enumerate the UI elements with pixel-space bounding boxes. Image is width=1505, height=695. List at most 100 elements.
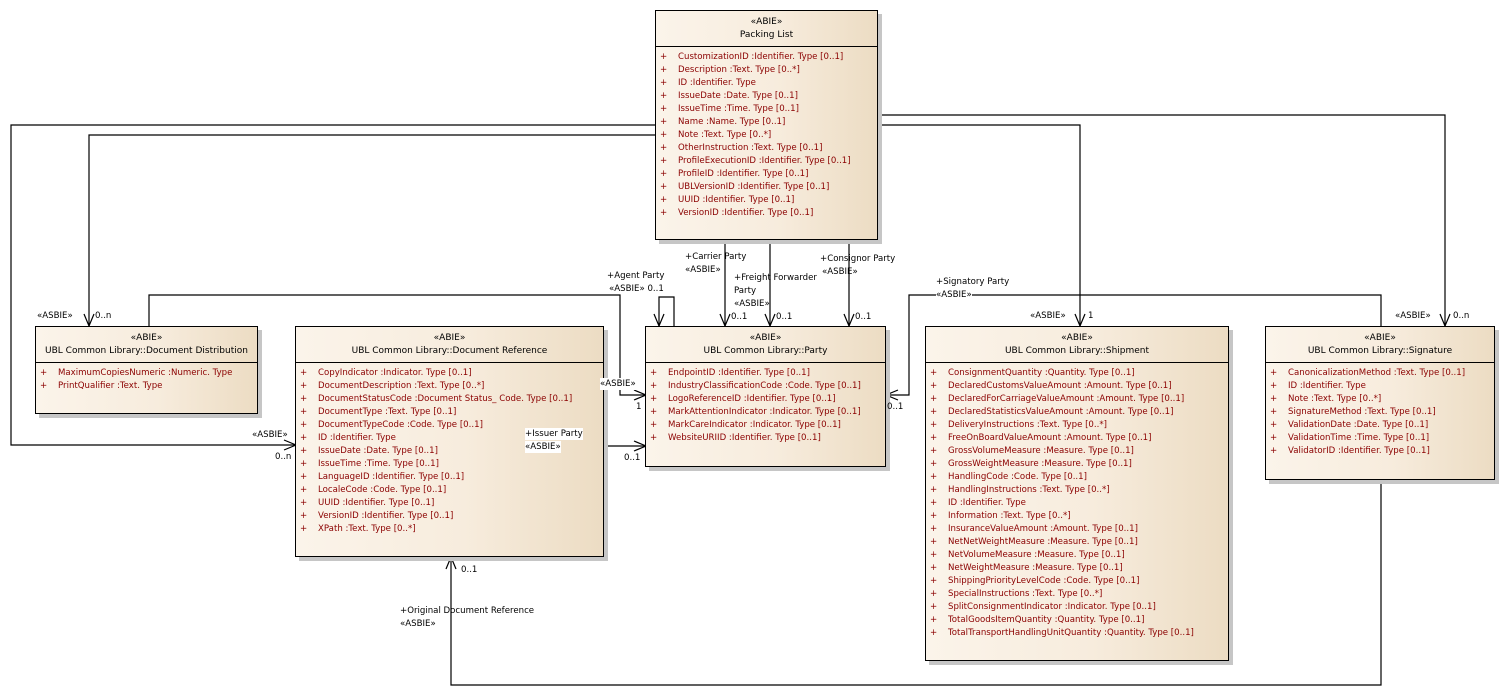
visibility-public: + [930,602,938,612]
attribute-row[interactable]: +LogoReferenceID :Identifier. Type [0..1… [650,393,885,406]
attribute-row[interactable]: +CanonicalizationMethod :Text. Type [0..… [1270,367,1494,380]
attribute-row[interactable]: +UUID :Identifier. Type [0..1] [660,194,877,207]
attribute-text: DocumentDescription :Text. Type [0..*] [318,381,485,391]
attribute-row[interactable]: +ID :Identifier. Type [660,77,877,90]
attribute-row[interactable]: +Description :Text. Type [0..*] [660,64,877,77]
attribute-row[interactable]: +UBLVersionID :Identifier. Type [0..1] [660,181,877,194]
attribute-row[interactable]: +ID :Identifier. Type [300,432,603,445]
assoc-original-document-reference[interactable] [450,480,1382,686]
attribute-row[interactable]: +SignatureMethod :Text. Type [0..1] [1270,406,1494,419]
attribute-row[interactable]: +TotalGoodsItemQuantity :Quantity. Type … [930,614,1228,627]
assoc-signature[interactable] [878,114,1446,326]
attribute-row[interactable]: +DeclaredCustomsValueAmount :Amount. Typ… [930,380,1228,393]
attribute-row[interactable]: +ShippingPriorityLevelCode :Code. Type [… [930,575,1228,588]
attribute-row[interactable]: +IssueTime :Time. Type [0..1] [660,103,877,116]
attribute-text: TotalGoodsItemQuantity :Quantity. Type [… [948,615,1145,625]
visibility-public: + [300,472,308,482]
assoc-signatory-party[interactable] [886,294,1382,396]
attribute-row[interactable]: +MarkAttentionIndicator :Indicator. Type… [650,406,885,419]
attribute-text: LocaleCode :Code. Type [0..1] [318,485,447,495]
attribute-row[interactable]: +CustomizationID :Identifier. Type [0..1… [660,51,877,64]
attribute-text: OtherInstruction :Text. Type [0..1] [678,143,823,153]
attribute-row[interactable]: +Information :Text. Type [0..*] [930,510,1228,523]
attribute-row[interactable]: +ConsignmentQuantity :Quantity. Type [0.… [930,367,1228,380]
attribute-row[interactable]: +TotalTransportHandlingUnitQuantity :Qua… [930,627,1228,640]
attribute-row[interactable]: +MaximumCopiesNumeric :Numeric. Type [40,367,257,380]
attribute-row[interactable]: +EndpointID :Identifier. Type [0..1] [650,367,885,380]
attribute-row[interactable]: +ID :Identifier. Type [1270,380,1494,393]
attribute-row[interactable]: +LanguageID :Identifier. Type [0..1] [300,471,603,484]
visibility-public: + [650,394,658,404]
attribute-row[interactable]: + DocumentDescription :Text. Type [0..*] [300,380,603,393]
attribute-row[interactable]: +NetNetWeightMeasure :Measure. Type [0..… [930,536,1228,549]
class-document-distribution[interactable]: «ABIE» UBL Common Library::Document Dist… [35,326,258,414]
attribute-row[interactable]: +WebsiteURIID :Identifier. Type [0..1] [650,432,885,445]
attribute-row[interactable]: +IssueTime :Time. Type [0..1] [300,458,603,471]
attribute-row[interactable]: +LocaleCode :Code. Type [0..1] [300,484,603,497]
attribute-row[interactable]: +FreeOnBoardValueAmount :Amount. Type [0… [930,432,1228,445]
visibility-public: + [1270,446,1278,456]
visibility-public: + [300,459,308,469]
attribute-row[interactable]: +ProfileID :Identifier. Type [0..1] [660,168,877,181]
visibility-public: + [300,433,308,443]
party-left-multiplicity: 1 [636,402,642,412]
attribute-row[interactable]: +HandlingInstructions :Text. Type [0..*] [930,484,1228,497]
assoc-agent-party[interactable] [658,296,675,326]
attribute-row[interactable]: +MarkCareIndicator :Indicator. Type [0..… [650,419,885,432]
attribute-row[interactable]: +Name :Name. Type [0..1] [660,116,877,129]
assoc-party-left[interactable] [148,294,646,396]
attribute-row[interactable]: +GrossWeightMeasure :Measure. Type [0..1… [930,458,1228,471]
attribute-row[interactable]: +Note :Text. Type [0..*] [1270,393,1494,406]
attribute-row[interactable]: +InsuranceValueAmount :Amount. Type [0..… [930,523,1228,536]
attribute-row[interactable]: +HandlingCode :Code. Type [0..1] [930,471,1228,484]
attribute-row[interactable]: +ID :Identifier. Type [930,497,1228,510]
visibility-public: + [930,498,938,508]
attribute-row[interactable]: +Note :Text. Type [0..*] [660,129,877,142]
attribute-row[interactable]: +ValidatorID :Identifier. Type [0..1] [1270,445,1494,458]
attribute-row[interactable]: +ValidationDate :Date. Type [0..1] [1270,419,1494,432]
attribute-row[interactable]: +DocumentType :Text. Type [0..1] [300,406,603,419]
attribute-row[interactable]: +OtherInstruction :Text. Type [0..1] [660,142,877,155]
attribute-text: NetNetWeightMeasure :Measure. Type [0..1… [948,537,1138,547]
assoc-document-reference[interactable] [10,124,655,446]
attribute-row[interactable]: +PrintQualifier :Text. Type [40,380,257,393]
attribute-row[interactable]: +IssueDate :Date. Type [0..1] [660,90,877,103]
attribute-row[interactable]: +NetWeightMeasure :Measure. Type [0..1] [930,562,1228,575]
attribute-text: ValidationDate :Date. Type [0..1] [1288,420,1429,430]
attribute-row[interactable]: +DocumentTypeCode :Code. Type [0..1] [300,419,603,432]
attribute-row[interactable]: +DeliveryInstructions :Text. Type [0..*] [930,419,1228,432]
class-shipment[interactable]: «ABIE» UBL Common Library::Shipment +Con… [925,326,1229,661]
original-document-reference-multiplicity: 0..1 [461,565,478,575]
visibility-public: + [1270,381,1278,391]
assoc-shipment[interactable] [878,124,1081,326]
visibility-public: + [300,381,308,391]
attribute-text: FreeOnBoardValueAmount :Amount. Type [0.… [948,433,1152,443]
attribute-row[interactable]: +SplitConsignmentIndicator :Indicator. T… [930,601,1228,614]
attribute-row[interactable]: +ValidationTime :Time. Type [0..1] [1270,432,1494,445]
attribute-row[interactable]: +VersionID :Identifier. Type [0..1] [660,207,877,220]
assoc-document-distribution[interactable] [88,134,655,326]
attribute-text: VersionID :Identifier. Type [0..1] [678,208,814,218]
attribute-row[interactable]: +SpecialInstructions :Text. Type [0..*] [930,588,1228,601]
attribute-row[interactable]: +DocumentStatusCode :Document Status_ Co… [300,393,603,406]
class-party[interactable]: «ABIE» UBL Common Library::Party +Endpoi… [645,326,886,467]
attribute-text: UUID :Identifier. Type [0..1] [318,498,435,508]
attribute-text: ID :Identifier. Type [678,78,756,88]
attribute-row[interactable]: +DeclaredForCarriageValueAmount :Amount.… [930,393,1228,406]
attribute-row[interactable]: +GrossVolumeMeasure :Measure. Type [0..1… [930,445,1228,458]
class-packing-list[interactable]: «ABIE» Packing List +CustomizationID :Id… [655,10,878,240]
attribute-row[interactable]: +VersionID :Identifier. Type [0..1] [300,510,603,523]
attribute-row[interactable]: +IndustryClassificationCode :Code. Type … [650,380,885,393]
shipment-multiplicity: 1 [1088,311,1094,321]
class-signature[interactable]: «ABIE» UBL Common Library::Signature +Ca… [1265,326,1495,480]
attribute-row[interactable]: +CopyIndicator :Indicator. Type [0..1] [300,367,603,380]
visibility-public: + [660,156,668,166]
attribute-row[interactable]: +NetVolumeMeasure :Measure. Type [0..1] [930,549,1228,562]
attribute-row[interactable]: +UUID :Identifier. Type [0..1] [300,497,603,510]
issuer-party-multiplicity: 0..1 [624,453,641,463]
attribute-row[interactable]: +DeclaredStatisticsValueAmount :Amount. … [930,406,1228,419]
attribute-text: CustomizationID :Identifier. Type [0..1] [678,52,844,62]
attribute-row[interactable]: +ProfileExecutionID :Identifier. Type [0… [660,155,877,168]
attribute-row[interactable]: +IssueDate :Date. Type [0..1] [300,445,603,458]
attribute-row[interactable]: +XPath :Text. Type [0..*] [300,523,603,536]
